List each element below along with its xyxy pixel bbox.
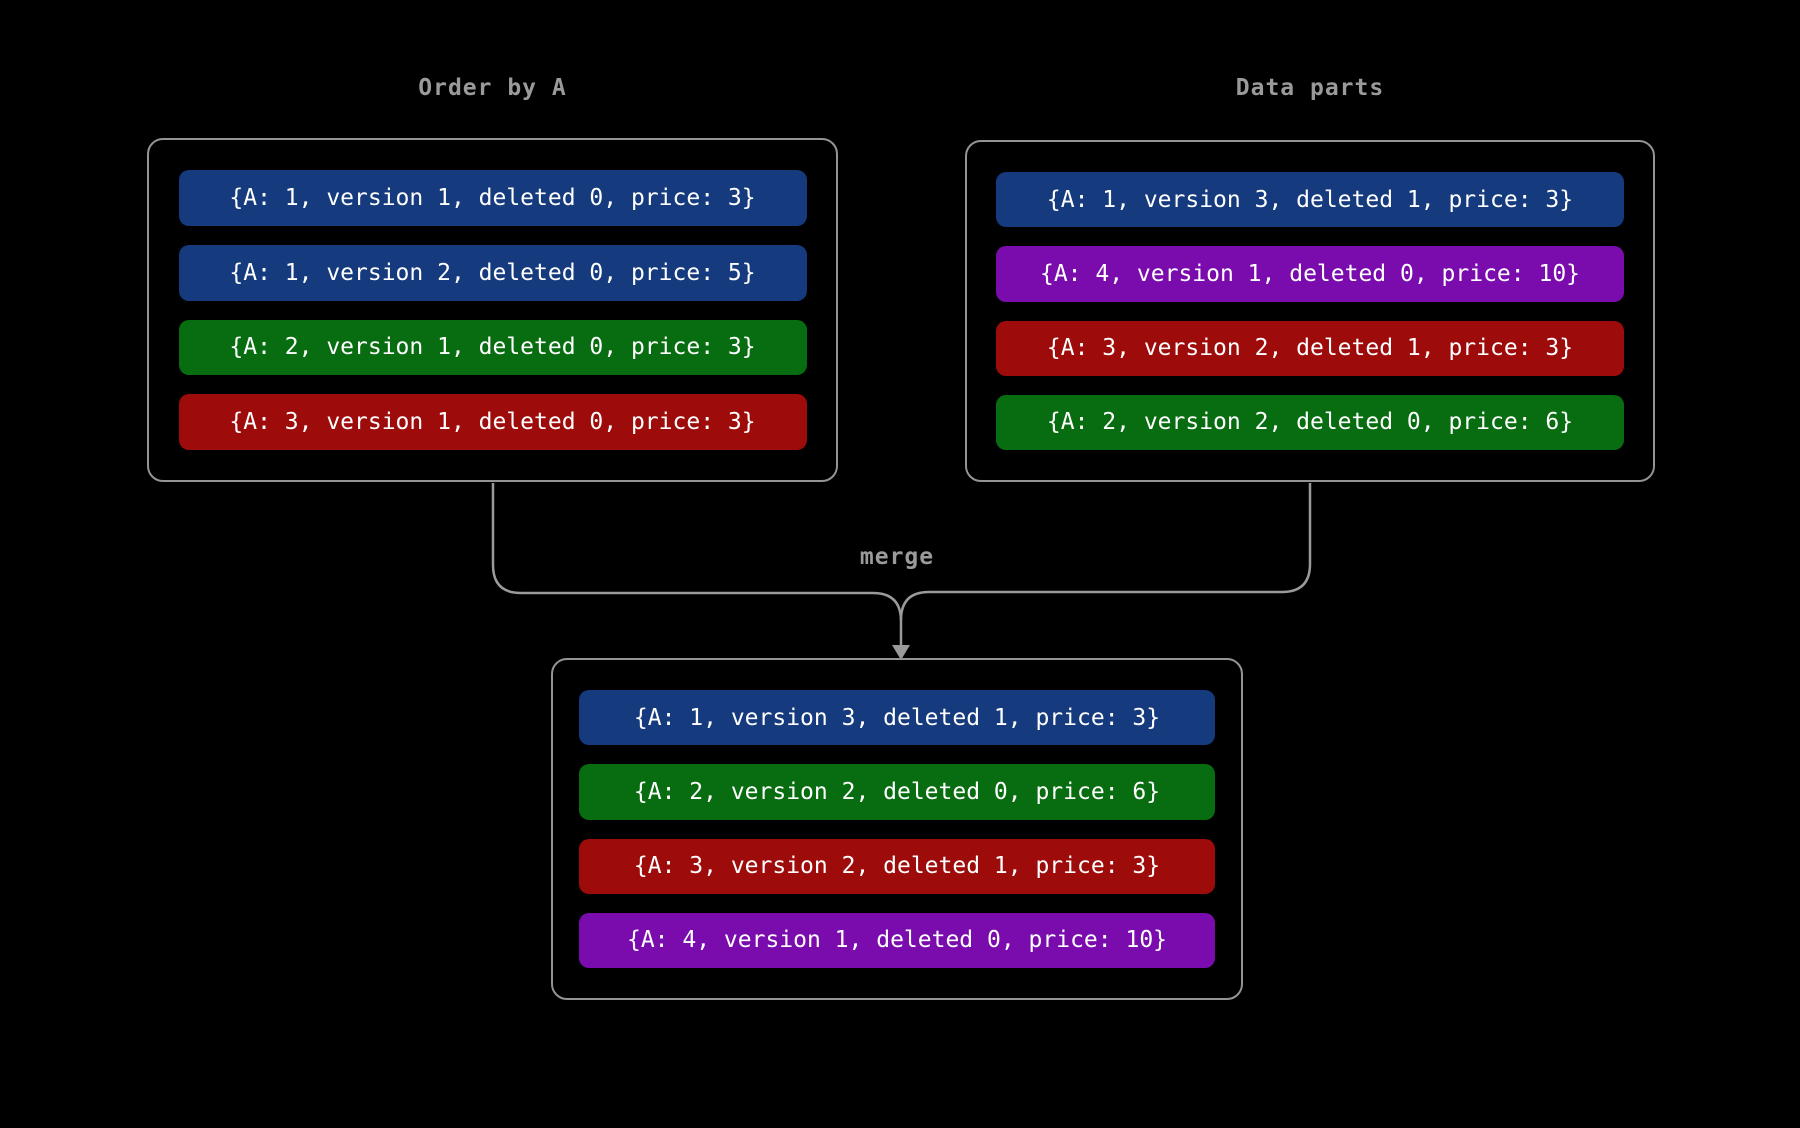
data-row: {A: 3, version 2, deleted 1, price: 3} — [579, 838, 1215, 894]
data-parts-box: {A: 1, version 3, deleted 1, price: 3} {… — [965, 140, 1655, 482]
data-parts-title: Data parts — [1235, 75, 1385, 101]
data-row: {A: 3, version 1, deleted 0, price: 3} — [178, 394, 807, 450]
order-by-a-box: {A: 1, version 1, deleted 0, price: 3} {… — [147, 138, 838, 482]
data-row: {A: 1, version 3, deleted 1, price: 3} — [579, 690, 1215, 746]
data-row: {A: 3, version 2, deleted 1, price: 3} — [996, 320, 1624, 376]
data-row: {A: 1, version 3, deleted 1, price: 3} — [996, 172, 1624, 228]
merge-label: merge — [859, 544, 935, 570]
data-row: {A: 2, version 2, deleted 0, price: 6} — [996, 394, 1624, 450]
data-row: {A: 1, version 2, deleted 0, price: 5} — [178, 244, 807, 301]
right-connector-line — [899, 483, 1312, 621]
left-connector-line — [491, 483, 903, 648]
data-row: {A: 1, version 1, deleted 0, price: 3} — [178, 170, 807, 226]
data-row: {A: 2, version 1, deleted 0, price: 3} — [178, 319, 807, 376]
arrow-down-icon — [892, 645, 910, 660]
data-row: {A: 4, version 1, deleted 0, price: 10} — [996, 246, 1624, 302]
merged-result-box: {A: 1, version 3, deleted 1, price: 3} {… — [551, 658, 1243, 1000]
data-row: {A: 2, version 2, deleted 0, price: 6} — [579, 764, 1215, 820]
order-by-a-title: Order by A — [418, 75, 567, 101]
data-row: {A: 4, version 1, deleted 0, price: 10} — [579, 912, 1215, 968]
